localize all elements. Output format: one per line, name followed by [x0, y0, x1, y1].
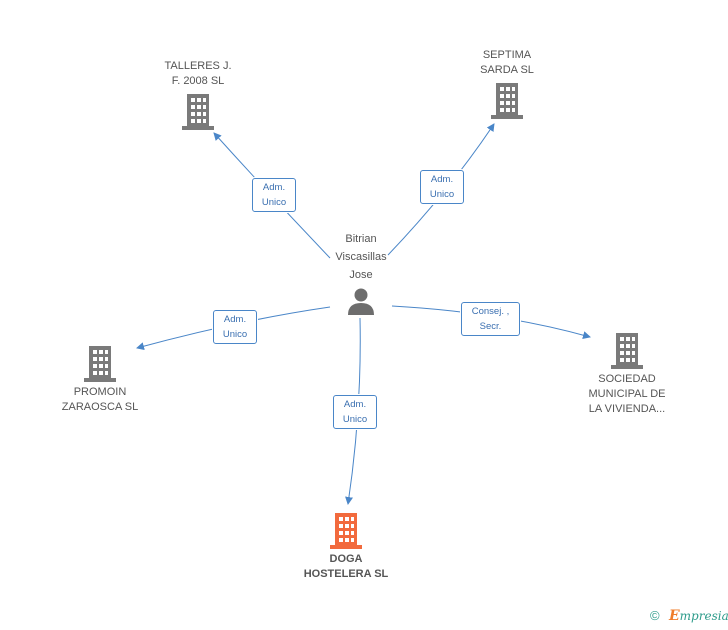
- company-node-promoin[interactable]: PROMOIN ZARAOSCA SL: [50, 346, 150, 415]
- company-node-talleres[interactable]: TALLERES J. F. 2008 SL: [150, 59, 246, 130]
- company-node-sociedad[interactable]: SOCIEDAD MUNICIPAL DE LA VIVIENDA...: [572, 333, 682, 417]
- person-node[interactable]: Bitrian Viscasillas Jose: [320, 229, 402, 316]
- relation-label-doga[interactable]: Adm. Unico: [333, 395, 377, 429]
- company-node-doga[interactable]: DOGA HOSTELERA SL: [296, 513, 396, 582]
- relation-label-sociedad[interactable]: Consej. , Secr.: [461, 302, 520, 336]
- building-icon-focal: [330, 513, 362, 549]
- building-icon: [182, 94, 214, 130]
- relation-label-promoin[interactable]: Adm. Unico: [213, 310, 257, 344]
- company-name-sociedad: SOCIEDAD MUNICIPAL DE LA VIVIENDA...: [588, 373, 666, 415]
- company-name-septima: SEPTIMA SARDA SL: [480, 49, 534, 76]
- building-icon: [84, 346, 116, 382]
- person-name: Bitrian Viscasillas Jose: [335, 233, 387, 281]
- brand-logo: Empresia: [669, 608, 728, 624]
- copyright-symbol: ©: [650, 608, 660, 623]
- company-name-talleres: TALLERES J. F. 2008 SL: [164, 60, 232, 87]
- brand-text: mpresia: [679, 609, 728, 623]
- company-name-doga: DOGA HOSTELERA SL: [303, 553, 389, 580]
- company-node-septima[interactable]: SEPTIMA SARDA SL: [462, 48, 552, 119]
- building-icon: [611, 333, 643, 369]
- relation-label-talleres[interactable]: Adm. Unico: [252, 178, 296, 212]
- person-icon: [348, 288, 374, 315]
- building-icon: [491, 83, 523, 119]
- brand-initial: E: [669, 608, 680, 624]
- relation-label-septima[interactable]: Adm. Unico: [420, 170, 464, 204]
- company-name-promoin: PROMOIN ZARAOSCA SL: [61, 386, 139, 413]
- brand-footer[interactable]: © Empresia: [650, 606, 728, 626]
